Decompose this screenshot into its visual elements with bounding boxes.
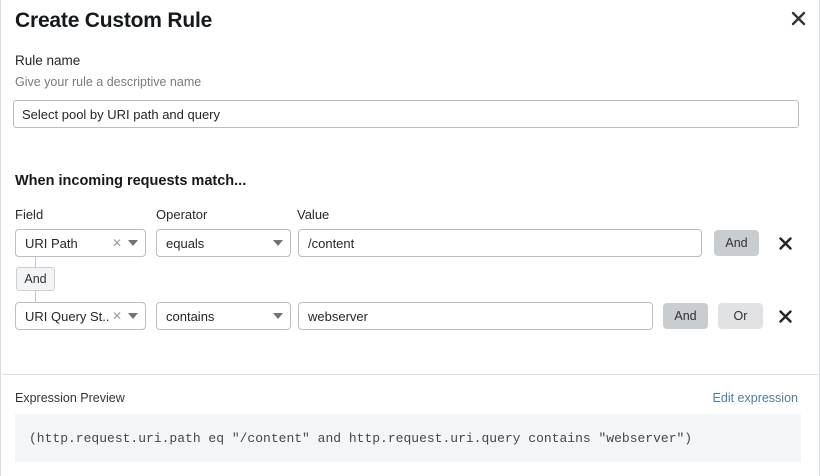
expression-preview-label: Expression Preview <box>15 391 125 405</box>
chevron-down-icon[interactable] <box>273 313 283 319</box>
clear-icon[interactable]: ✕ <box>111 236 122 250</box>
field-select-value: URI Path <box>25 235 78 251</box>
section-divider <box>2 374 820 375</box>
value-input[interactable] <box>298 302 653 330</box>
logic-and-button[interactable]: And <box>714 230 759 256</box>
chevron-down-icon[interactable] <box>128 240 138 246</box>
expression-code: (http.request.uri.path eq "/content" and… <box>29 430 693 446</box>
value-input[interactable] <box>298 229 702 257</box>
condition-connector-badge[interactable]: And <box>16 267 55 291</box>
operator-select[interactable]: contains <box>156 302 291 330</box>
close-icon[interactable] <box>785 5 811 31</box>
page-title: Create Custom Rule <box>15 9 213 32</box>
column-header-operator: Operator <box>156 207 208 222</box>
clear-icon[interactable]: ✕ <box>111 309 122 323</box>
delete-icon[interactable] <box>773 229 797 257</box>
rule-name-input[interactable] <box>13 100 799 128</box>
field-select[interactable]: URI Path ✕ <box>15 229 146 257</box>
expression-preview-box: (http.request.uri.path eq "/content" and… <box>15 414 801 462</box>
delete-icon[interactable] <box>773 302 797 330</box>
operator-select[interactable]: equals <box>156 229 291 257</box>
field-select-value: URI Query St... <box>25 308 110 324</box>
conditions-heading: When incoming requests match... <box>15 173 247 189</box>
column-header-value: Value <box>297 207 330 222</box>
chevron-down-icon[interactable] <box>273 240 283 246</box>
logic-and-button[interactable]: And <box>663 303 708 329</box>
operator-select-value: equals <box>166 235 205 251</box>
column-header-field: Field <box>15 207 44 222</box>
field-select[interactable]: URI Query St... ✕ <box>15 302 146 330</box>
rule-name-label: Rule name <box>15 53 81 68</box>
rule-name-sublabel: Give your rule a descriptive name <box>15 75 202 89</box>
logic-or-button[interactable]: Or <box>718 303 763 329</box>
edit-expression-link[interactable]: Edit expression <box>712 391 798 405</box>
operator-select-value: contains <box>166 308 215 324</box>
chevron-down-icon[interactable] <box>128 313 138 319</box>
